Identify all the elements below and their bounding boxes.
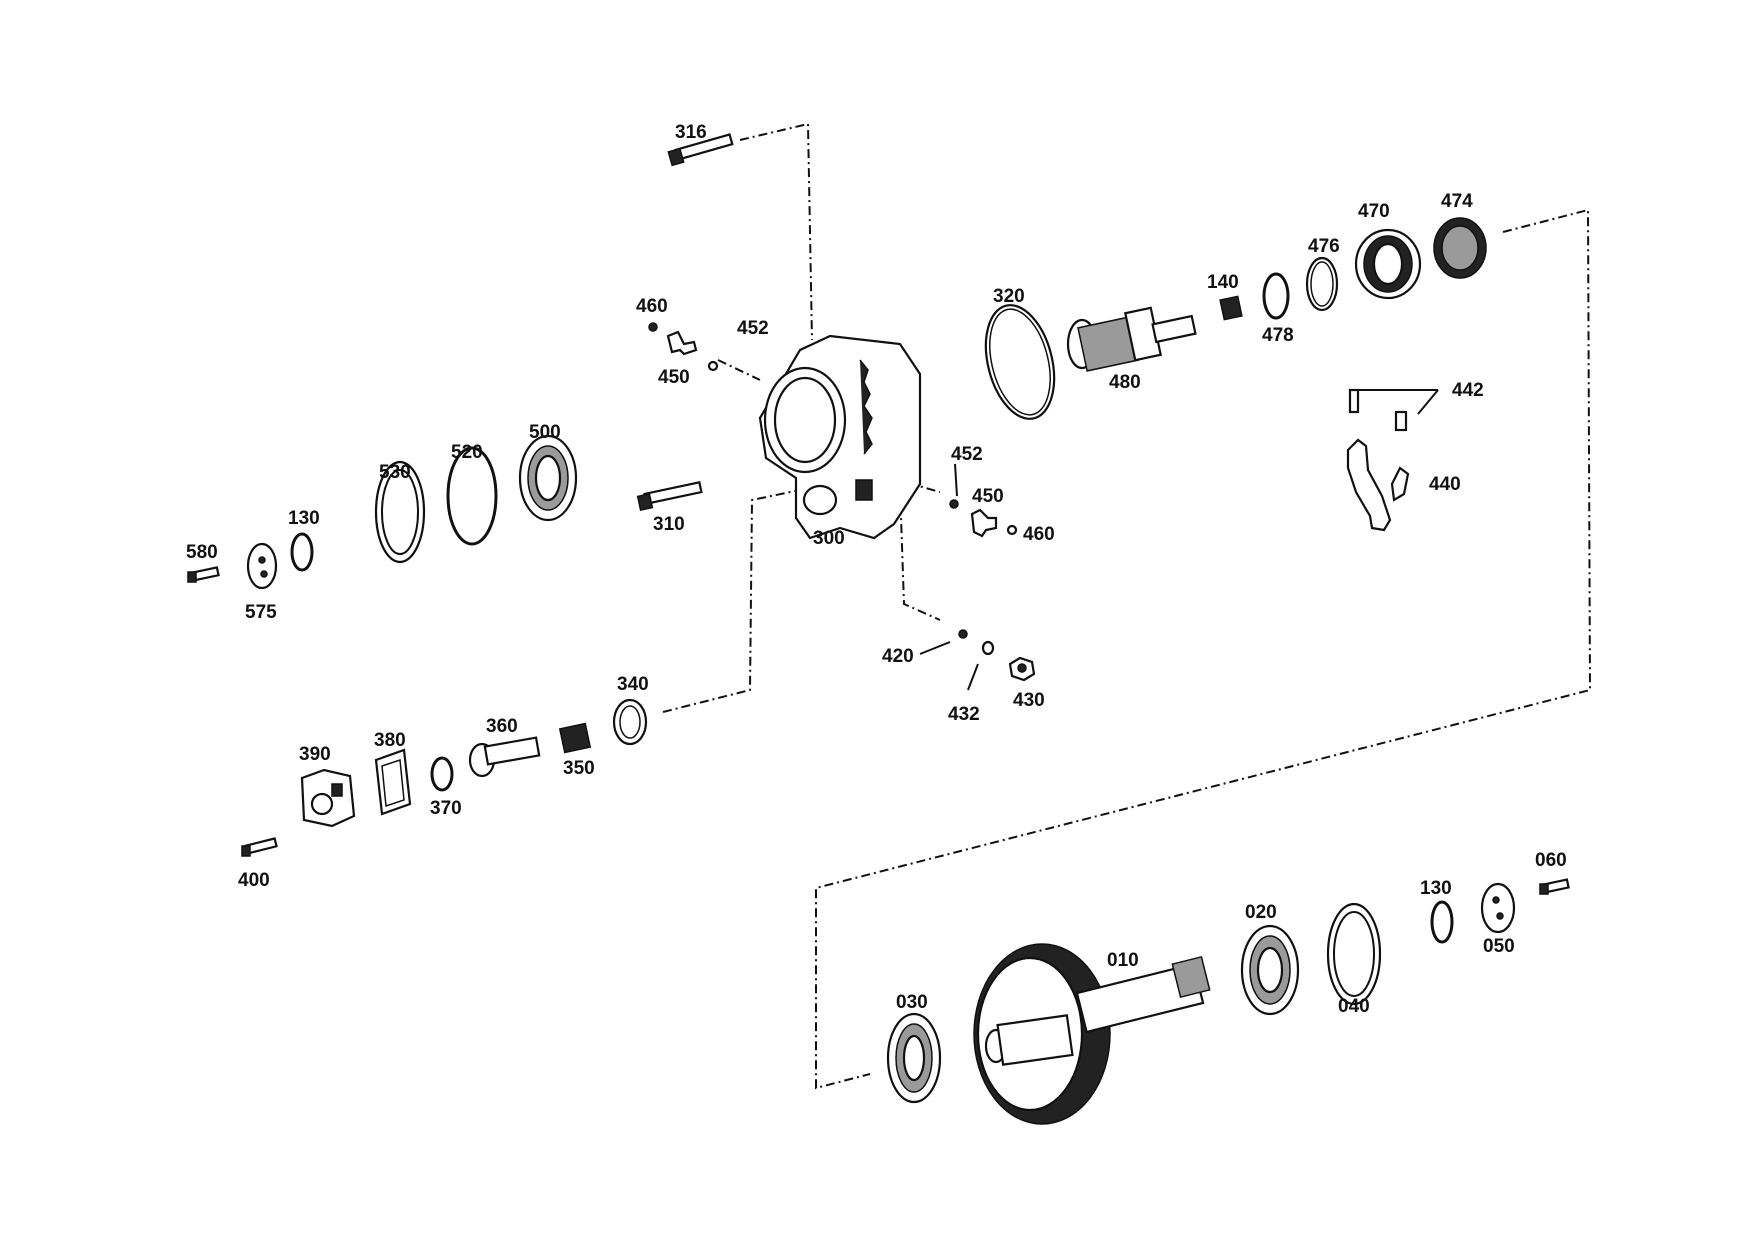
- part-530-seal: [374, 460, 426, 564]
- callout-480: 480: [1109, 372, 1141, 393]
- part-040-seal: [1326, 902, 1382, 1006]
- part-130-ring-lower: [1430, 900, 1454, 944]
- callout-452-upper: 452: [737, 318, 769, 339]
- part-432: [981, 640, 995, 656]
- part-400-screw: [241, 837, 278, 857]
- callout-130-upper: 130: [288, 508, 320, 529]
- part-320-o-ring: [984, 304, 1056, 420]
- callout-340: 340: [617, 674, 649, 695]
- part-478-snap-ring: [1262, 272, 1290, 320]
- callout-452-lower: 452: [951, 444, 983, 465]
- part-130-ring-upper: [290, 532, 314, 572]
- callout-460-lower: 460: [1023, 524, 1055, 545]
- part-440-fork: [1346, 438, 1410, 532]
- part-316-bolt: [667, 133, 734, 167]
- part-575-cover: [246, 542, 278, 590]
- part-010-gear-shaft: [973, 943, 1211, 1125]
- part-370-ring: [430, 756, 454, 792]
- callout-400: 400: [238, 870, 270, 891]
- callout-316: 316: [675, 122, 707, 143]
- callout-476: 476: [1308, 236, 1340, 257]
- callout-430: 430: [1013, 690, 1045, 711]
- part-500-bearing: [518, 434, 578, 522]
- part-310-bolt: [636, 480, 703, 511]
- callout-140: 140: [1207, 272, 1239, 293]
- callout-474: 474: [1441, 191, 1473, 212]
- callout-010: 010: [1107, 950, 1139, 971]
- part-060-screw: [1539, 878, 1570, 895]
- callout-labels: 316 460 452 450 320 480 140 478 476 470 …: [186, 122, 1567, 1017]
- part-050-cover: [1480, 882, 1516, 934]
- part-360-piston: [468, 736, 541, 778]
- part-030-bearing: [886, 1012, 942, 1104]
- callout-500: 500: [529, 422, 561, 443]
- part-476-ring: [1305, 256, 1339, 312]
- callout-460-upper: 460: [636, 296, 668, 317]
- part-474-gear: [1433, 217, 1487, 279]
- callout-575: 575: [245, 602, 277, 623]
- part-350-spring: [558, 722, 592, 754]
- callout-432: 432: [948, 704, 980, 725]
- callout-390: 390: [299, 744, 331, 765]
- part-140: [1219, 295, 1243, 321]
- callout-130-lower: 130: [1420, 878, 1452, 899]
- part-020-bearing: [1240, 924, 1300, 1016]
- callout-050: 050: [1483, 936, 1515, 957]
- leader-lines: [919, 389, 1439, 691]
- part-fittings-upper: [648, 322, 719, 372]
- callout-380: 380: [374, 730, 406, 751]
- part-340-sleeve: [612, 698, 648, 746]
- part-442-pins: [1348, 388, 1408, 432]
- part-fittings-lower: [949, 499, 1018, 538]
- callout-020: 020: [1245, 902, 1277, 923]
- part-380-gasket: [374, 748, 412, 816]
- callout-310: 310: [653, 514, 685, 535]
- callout-030: 030: [896, 992, 928, 1013]
- callout-420: 420: [882, 646, 914, 667]
- callout-350: 350: [563, 758, 595, 779]
- callout-530: 530: [379, 462, 411, 483]
- part-390-cover: [300, 768, 356, 828]
- callout-450-lower: 450: [972, 486, 1004, 507]
- part-420: [958, 629, 968, 639]
- callout-320: 320: [993, 286, 1025, 307]
- part-580-screw: [187, 566, 220, 583]
- callout-300: 300: [813, 528, 845, 549]
- callout-442: 442: [1452, 380, 1484, 401]
- part-520-snap-ring: [446, 446, 498, 546]
- callout-060: 060: [1535, 850, 1567, 871]
- callout-370: 370: [430, 798, 462, 819]
- callout-478: 478: [1262, 325, 1294, 346]
- callout-040: 040: [1338, 996, 1370, 1017]
- part-430-nut: [1008, 656, 1036, 682]
- callout-580: 580: [186, 542, 218, 563]
- callout-520: 520: [451, 442, 483, 463]
- part-300-housing: [758, 334, 922, 540]
- callout-360: 360: [486, 716, 518, 737]
- callout-450-upper: 450: [658, 367, 690, 388]
- callout-440: 440: [1429, 474, 1461, 495]
- part-480-shaft: [1066, 306, 1197, 372]
- part-470-seal: [1354, 228, 1422, 300]
- callout-470: 470: [1358, 201, 1390, 222]
